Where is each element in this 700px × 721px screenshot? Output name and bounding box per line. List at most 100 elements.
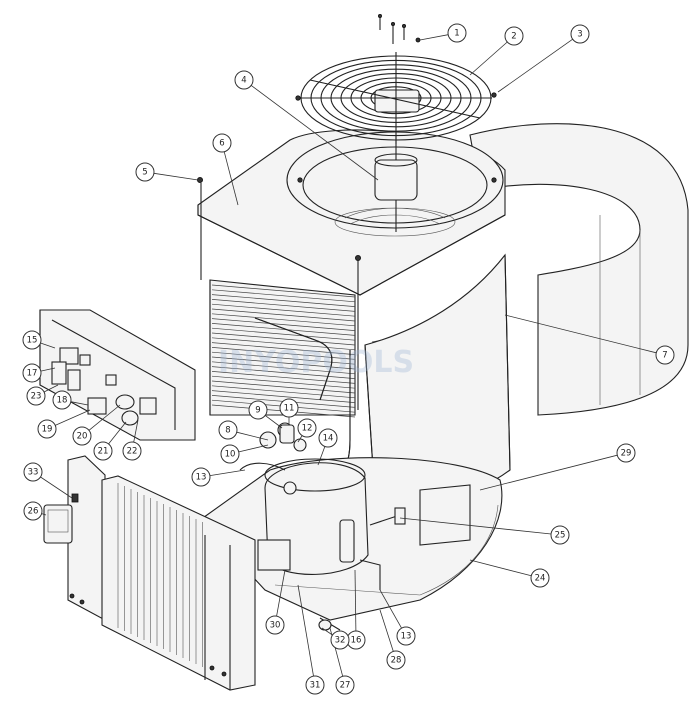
callout-circle (386, 650, 406, 670)
coil-fin (211, 366, 356, 379)
callout-2: 2 (504, 26, 524, 46)
coil-fin (211, 347, 356, 360)
callout-circle (297, 418, 317, 438)
callout-label: 32 (335, 636, 346, 646)
callout-4: 4 (234, 70, 254, 90)
callout-label: 8 (225, 426, 230, 436)
leader-line (40, 367, 56, 372)
callout-label: 31 (310, 681, 321, 691)
callout-circle (93, 441, 113, 461)
evaporator-coil (209, 253, 511, 543)
callout-label: 22 (127, 447, 138, 457)
coil-fin (211, 380, 356, 394)
coil-fin (211, 375, 356, 389)
callout-circle (447, 23, 467, 43)
leader-line (321, 627, 333, 636)
callout-label: 16 (351, 636, 362, 646)
callout-label: 21 (98, 447, 109, 457)
coil-fin (211, 390, 356, 403)
coil-fin (211, 337, 356, 351)
compressor (257, 458, 369, 575)
coil-fin (211, 327, 356, 341)
callout-22: 22 (122, 441, 142, 461)
callout-label: 30 (270, 621, 281, 631)
callout-circle (22, 330, 42, 350)
fittings (339, 507, 406, 590)
housing-panel (469, 123, 689, 416)
leader-line (236, 431, 269, 441)
watermark: INYOPOOLS (218, 345, 414, 380)
callout-circle (265, 615, 285, 635)
callout-label: 23 (31, 392, 42, 402)
callout-9: 9 (248, 400, 268, 420)
callout-32: 32 (330, 630, 350, 650)
callout-28: 28 (386, 650, 406, 670)
callout-circle (616, 443, 636, 463)
callout-circle (191, 467, 211, 487)
callout-25: 25 (550, 525, 570, 545)
callout-circle (330, 630, 350, 650)
leader-line (297, 584, 314, 677)
callout-label: 7 (662, 351, 667, 361)
leader-line (108, 421, 127, 445)
fan-grille (300, 52, 492, 144)
callout-circle (212, 133, 232, 153)
coil-fin (211, 294, 356, 307)
callout-circle (234, 70, 254, 90)
leader-line (379, 589, 402, 629)
callout-label: 28 (391, 656, 402, 666)
callout-circle (72, 426, 92, 446)
callout-circle (52, 390, 72, 410)
callout-label: 20 (77, 432, 88, 442)
callout-label: 12 (302, 424, 313, 434)
coil-fin (211, 303, 356, 317)
callout-16: 16 (346, 630, 366, 650)
callout-13: 13 (191, 467, 211, 487)
callout-label: 18 (57, 396, 68, 406)
callout-label: 27 (340, 681, 351, 691)
callout-17: 17 (22, 363, 42, 383)
callout-18: 18 (52, 390, 72, 410)
valve-assembly (239, 422, 307, 471)
callout-5: 5 (135, 162, 155, 182)
callout-15: 15 (22, 330, 42, 350)
callout-19: 19 (37, 419, 57, 439)
callout-7: 7 (655, 345, 675, 365)
leader-line (419, 34, 449, 41)
callout-circle (122, 441, 142, 461)
leader-line (297, 435, 303, 443)
callout-circle (23, 462, 43, 482)
leader-line (40, 342, 56, 349)
coil-fin (211, 351, 356, 365)
callout-31: 31 (305, 675, 325, 695)
callout-label: 3 (577, 30, 582, 40)
leader-line (276, 569, 286, 617)
callout-circle (396, 626, 416, 646)
screws (196, 13, 497, 410)
callout-13: 13 (396, 626, 416, 646)
callout-circle (335, 675, 355, 695)
coil-fin (211, 385, 356, 399)
leader-line (469, 41, 508, 76)
leader-line (250, 85, 379, 181)
callout-label: 29 (621, 449, 632, 459)
callout-label: 5 (142, 168, 147, 178)
leader-line (55, 409, 91, 426)
callout-23: 23 (26, 386, 46, 406)
callout-1: 1 (447, 23, 467, 43)
leader-line (317, 446, 326, 466)
callout-circle (23, 501, 43, 521)
coil-fin (211, 299, 356, 312)
callout-30: 30 (265, 615, 285, 635)
callout-26: 26 (23, 501, 43, 521)
coil-fin (211, 332, 356, 346)
callout-label: 1 (454, 29, 459, 39)
watermark-text: INYOPOOLS (218, 345, 414, 380)
callout-12: 12 (297, 418, 317, 438)
callout-29: 29 (616, 443, 636, 463)
callout-circle (248, 400, 268, 420)
coil-fin (211, 308, 356, 322)
coil-fin (211, 289, 356, 303)
